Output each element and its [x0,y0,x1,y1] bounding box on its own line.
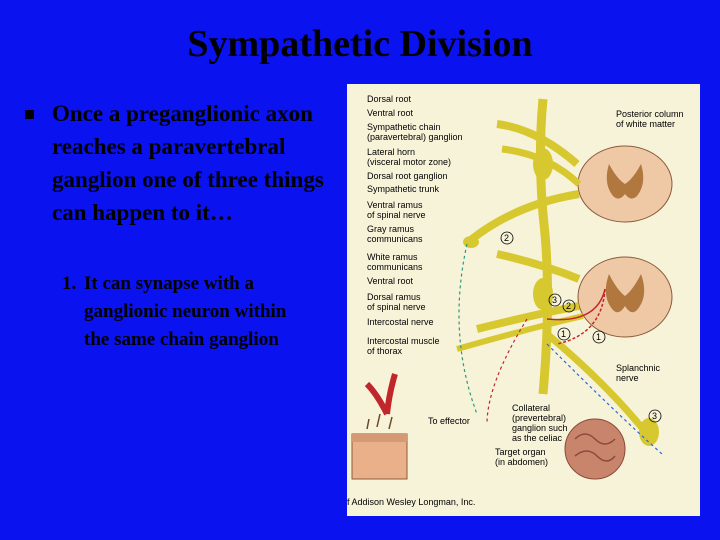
label-dorsal-ramus-2: of spinal nerve [367,302,426,312]
label-posterior-column-2: of white matter [616,119,676,129]
sub-point-line-1: It can synapse with a [84,273,254,294]
label-ventral-ramus: Ventral ramus [367,200,423,210]
label-intercostal-muscle-2: of thorax [367,346,403,356]
label-to-effector: To effector [428,416,470,426]
skin-section [351,413,408,480]
label-ventral-ramus-2: of spinal nerve [367,210,426,220]
sub-point-line-3: the same chain ganglion [84,329,279,350]
marker-2-lower: 2 [566,301,571,311]
label-white-ramus: White ramus [367,252,418,262]
label-collateral-4: as the celiac [512,433,563,443]
marker-3-lower: 3 [652,411,657,421]
label-splanchnic-nerve: Splanchnic [616,363,661,373]
marker-1-right: 1 [596,332,601,342]
spinal-cord-upper [577,145,673,223]
marker-3-upper: 3 [552,295,557,305]
bullet-marker [25,110,34,119]
anatomy-figure: 2 3 2 1 1 3 Dorsal root Ventral root Sym… [347,84,700,516]
marker-2-upper: 2 [504,233,509,243]
label-gray-ramus: Gray ramus [367,224,415,234]
label-ventral-root: Ventral root [367,108,414,118]
marker-1-left: 1 [561,329,566,339]
label-target-organ: Target organ [495,447,546,457]
anatomy-illustration: 2 3 2 1 1 3 [351,98,673,480]
label-white-ramus-2: communicans [367,262,423,272]
label-collateral-2: (prevertebral) [512,413,567,423]
label-ventral-root-lower: Ventral root [367,276,414,286]
label-gray-ramus-2: communicans [367,234,423,244]
label-sympathetic-chain-2: (paravertebral) ganglion [367,132,463,142]
label-posterior-column: Posterior column [616,109,684,119]
label-intercostal-muscle: Intercostal muscle [367,336,440,346]
splanchnic-nerve [544,331,650,437]
label-lateral-horn: Lateral horn [367,147,416,157]
label-intercostal-nerve: Intercostal nerve [367,317,434,327]
label-dorsal-root-ganglion: Dorsal root ganglion [367,171,448,181]
sub-point: 1. It can synapse with a ganglionic neuro… [62,270,344,354]
label-collateral: Collateral [512,403,551,413]
spinal-cord-lower [577,256,673,338]
label-sympathetic-trunk: Sympathetic trunk [367,184,440,194]
effector-vessel [364,373,398,416]
target-organ [564,418,626,480]
label-sympathetic-chain: Sympathetic chain [367,122,441,132]
sub-point-number: 1. [62,273,77,294]
label-dorsal-ramus: Dorsal ramus [367,292,421,302]
label-splanchnic-nerve-2: nerve [616,373,639,383]
copyright-notice: f Addison Wesley Longman, Inc. [347,497,476,507]
bullet-text: Once a preganglionic axon reaches a para… [52,101,324,225]
label-dorsal-root: Dorsal root [367,94,412,104]
label-target-organ-2: (in abdomen) [495,457,549,467]
label-collateral-3: ganglion such [512,423,568,433]
sub-point-line-2: ganglionic neuron within [84,301,287,322]
slide-title: Sympathetic Division [187,23,533,65]
label-lateral-horn-2: (visceral motor zone) [367,157,452,167]
